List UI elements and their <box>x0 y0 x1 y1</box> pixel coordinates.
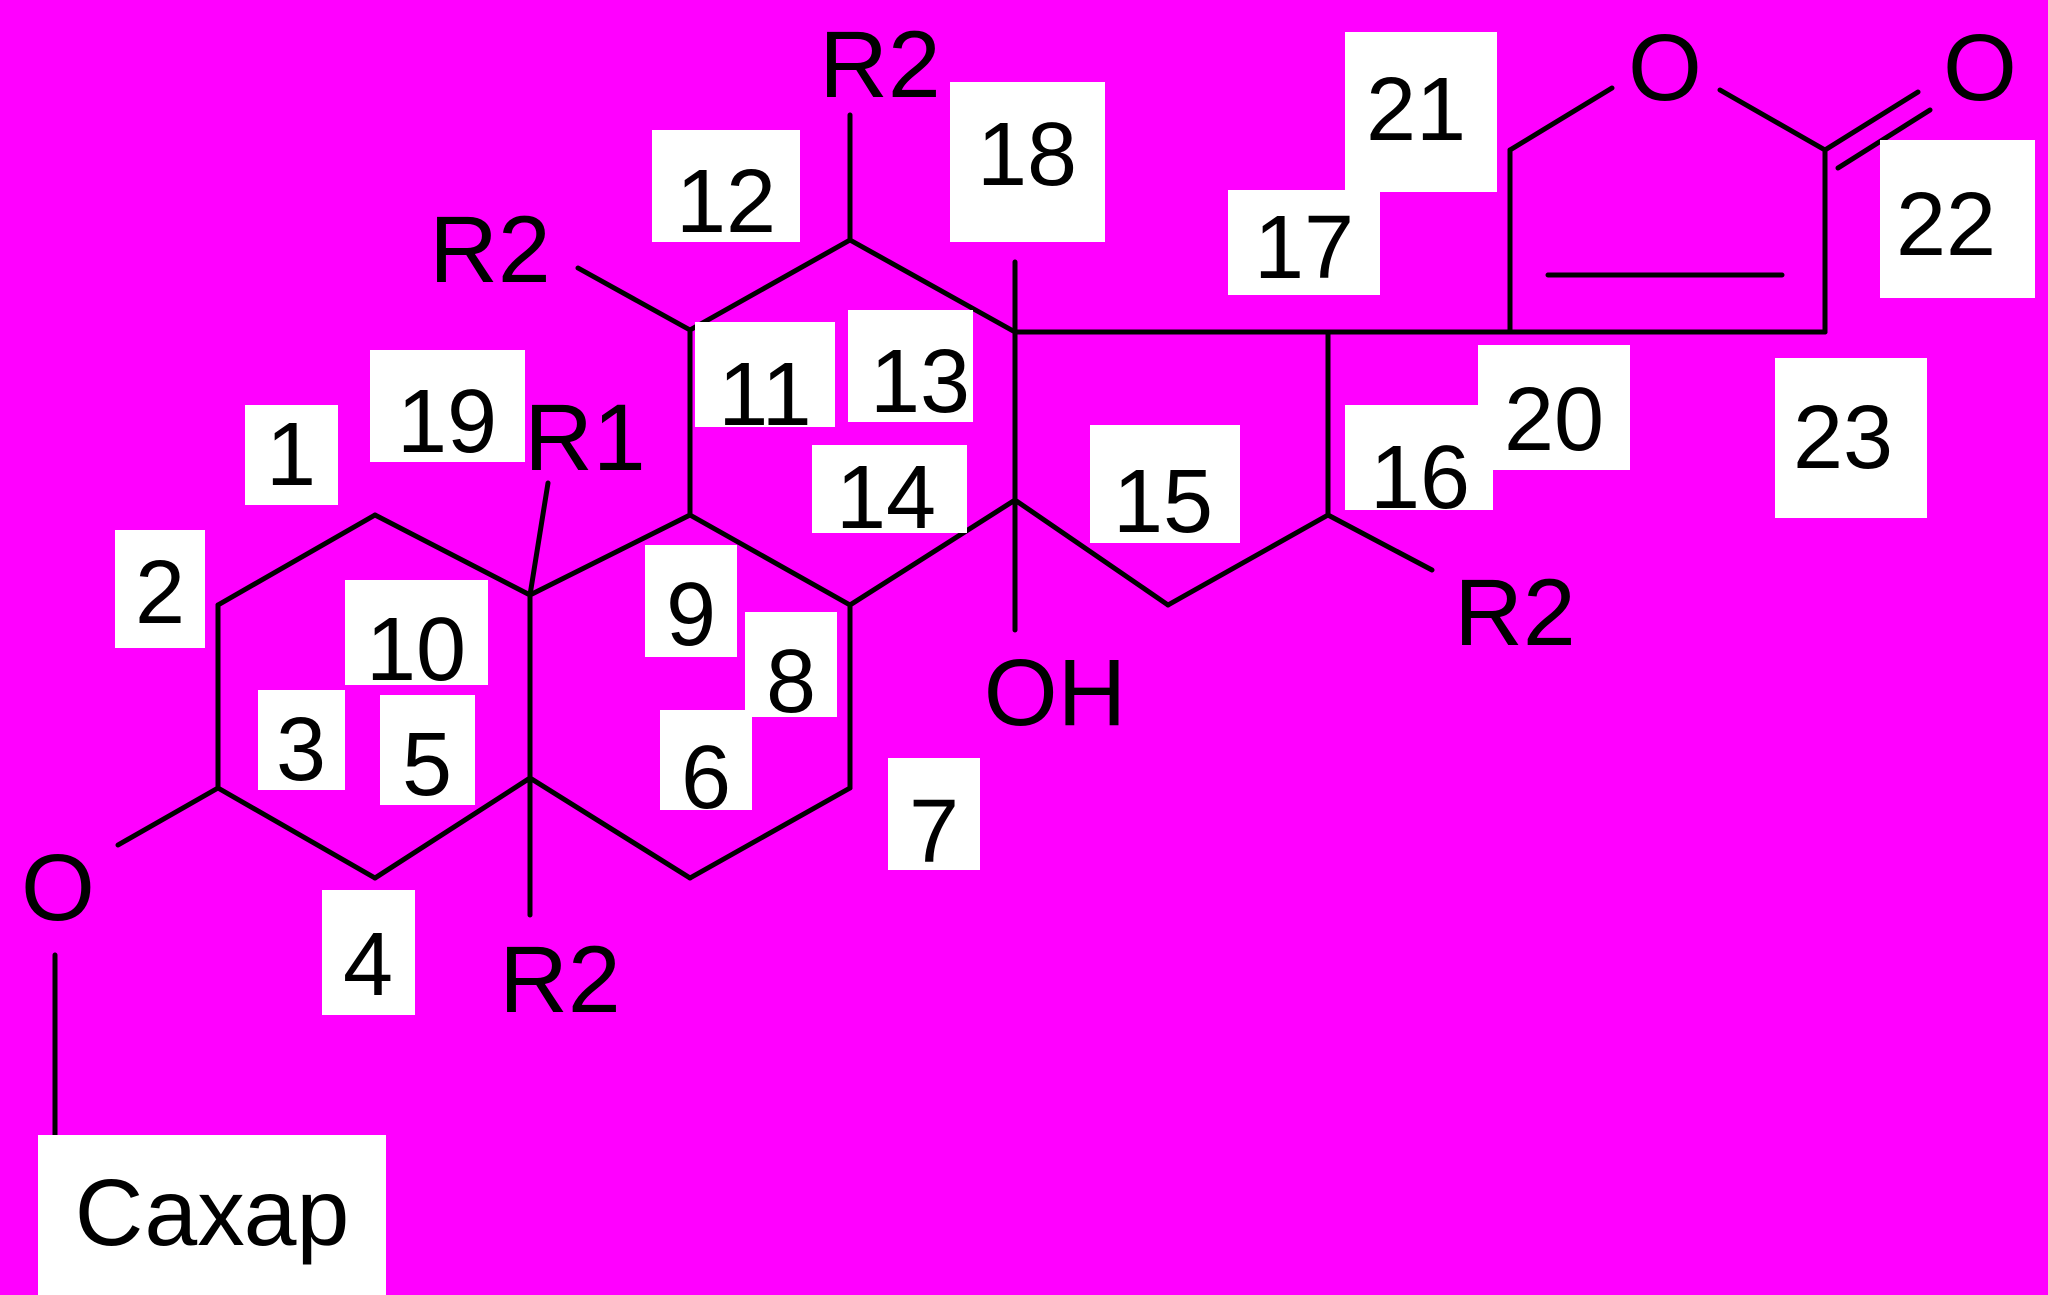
position-23-label: 23 <box>1793 388 1893 488</box>
r2-c11-label: R2 <box>429 197 550 303</box>
position-19-label: 19 <box>397 372 497 472</box>
position-2-box <box>115 530 205 648</box>
position-22-box <box>1880 140 2035 298</box>
sugar-label: Сахар <box>75 1160 350 1266</box>
position-3-box <box>258 690 345 790</box>
position-labels: 1 2 3 4 5 6 7 8 9 10 11 12 13 14 15 16 1 <box>115 32 2035 1015</box>
bond-c3-c4 <box>215 785 378 881</box>
glycoside-oxygen-label: O <box>21 835 95 941</box>
position-17-box <box>1228 190 1380 295</box>
position-20-label: 20 <box>1504 370 1604 470</box>
position-1-box <box>245 405 338 505</box>
bond-c1-c2 <box>215 512 378 608</box>
position-12-box <box>652 130 800 242</box>
carbonyl-oxygen-label: O <box>1943 15 2017 121</box>
position-18-label: 18 <box>977 105 1077 205</box>
position-8-box <box>745 612 837 717</box>
bond-c14-c8 <box>847 497 1018 608</box>
bond-c11-r2 <box>575 265 693 333</box>
position-4-box <box>322 890 415 1015</box>
position-9-box <box>645 545 737 657</box>
position-13-label: 13 <box>870 332 970 432</box>
ring-oxygen-label: O <box>1628 15 1702 121</box>
position-3-label: 3 <box>276 700 326 800</box>
bond-c14-c15 <box>1012 497 1171 608</box>
bond-c12-c13 <box>847 237 1018 335</box>
bond-c10-c9 <box>527 512 693 598</box>
position-14-box <box>812 445 967 533</box>
r2-c12-label: R2 <box>819 12 940 118</box>
sugar-label-box <box>38 1135 386 1295</box>
position-15-box <box>1090 425 1240 543</box>
position-19-box <box>370 350 525 462</box>
r2-c5-label: R2 <box>499 927 620 1033</box>
position-18-box <box>950 82 1105 242</box>
atom-labels: O R1 R2 R2 R2 OH R2 O O Сахар <box>21 12 2017 1295</box>
bond-c3-o <box>115 785 221 848</box>
r2-c16-label: R2 <box>1454 560 1575 666</box>
position-20-box <box>1478 345 1630 470</box>
bond-c21-o <box>1507 85 1615 153</box>
bond-c10-r1 <box>527 480 551 598</box>
position-9-label: 9 <box>666 565 716 665</box>
position-11-label: 11 <box>718 345 811 445</box>
bond-o-c22 <box>1717 87 1828 153</box>
position-2-label: 2 <box>135 543 185 643</box>
bond-c10-c1 <box>372 512 533 598</box>
position-10-box <box>345 580 488 685</box>
r1-label: R1 <box>524 385 645 491</box>
bond-c7-c6 <box>687 785 853 881</box>
bonds <box>52 85 1933 1138</box>
position-1-label: 1 <box>266 405 316 505</box>
position-14-label: 14 <box>836 448 936 548</box>
bond-carbonyl-2 <box>1835 107 1933 171</box>
position-6-label: 6 <box>681 728 731 828</box>
position-21-box <box>1345 32 1497 192</box>
bond-c9-c8 <box>687 512 853 608</box>
position-15-label: 15 <box>1113 452 1213 552</box>
position-16-box <box>1345 405 1493 510</box>
oh-label: OH <box>984 640 1127 746</box>
position-10-label: 10 <box>366 600 466 700</box>
position-12-label: 12 <box>676 152 776 252</box>
position-17-label: 17 <box>1254 198 1354 298</box>
position-23-box <box>1775 358 1927 518</box>
position-7-label: 7 <box>909 782 959 882</box>
bond-c4-c5 <box>372 775 533 881</box>
bond-c6-c5 <box>527 775 693 881</box>
bond-carbonyl-1 <box>1822 89 1921 153</box>
position-7-box <box>888 758 980 870</box>
position-21-label: 21 <box>1366 60 1466 160</box>
position-11-box <box>695 322 835 427</box>
position-4-label: 4 <box>343 915 393 1015</box>
position-5-label: 5 <box>402 715 452 815</box>
bond-c16-r2 <box>1325 512 1435 573</box>
position-16-label: 16 <box>1370 428 1470 528</box>
position-6-box <box>660 710 752 810</box>
position-22-label: 22 <box>1896 175 1996 275</box>
position-13-box <box>848 310 973 422</box>
position-5-box <box>380 695 475 805</box>
position-8-label: 8 <box>766 632 816 732</box>
bond-c15-c16 <box>1165 512 1331 608</box>
bond-c11-c12 <box>687 237 853 333</box>
